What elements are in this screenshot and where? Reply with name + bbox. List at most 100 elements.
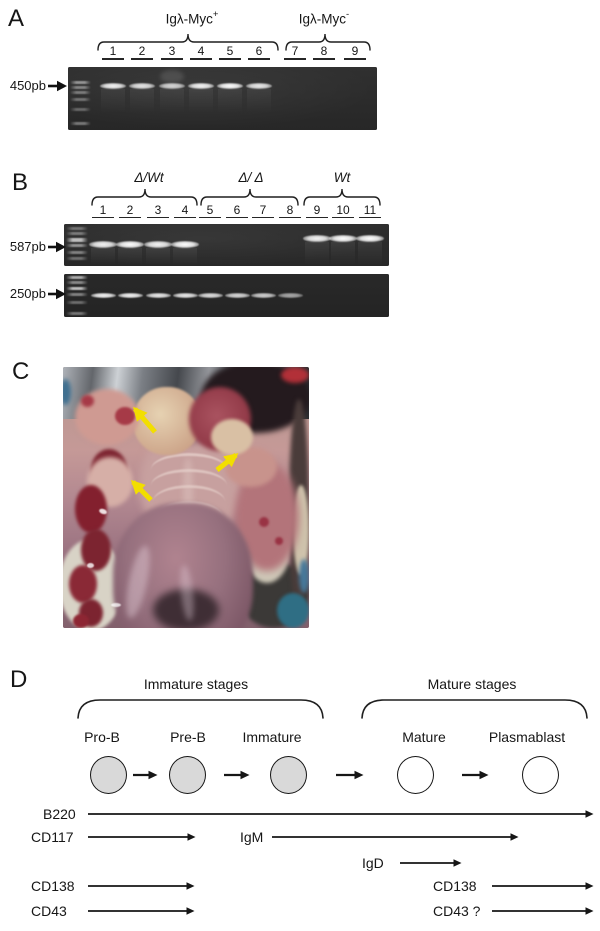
- lane-underline: [119, 216, 141, 219]
- lane-underline: [174, 216, 196, 219]
- group-title-igl-myc-neg: Igλ-Myc-: [264, 9, 384, 27]
- dna-band: [89, 241, 117, 248]
- liver-dark-patch: [153, 589, 219, 628]
- b-cell-open: [521, 756, 559, 794]
- size-marker-450pb: 450pb: [9, 78, 46, 93]
- lane-streak: [91, 248, 115, 265]
- immature-stages-title: Immature stages: [143, 676, 249, 692]
- dna-band: [90, 292, 116, 298]
- lane-number: 11: [363, 203, 377, 217]
- red-nodule: [81, 395, 94, 407]
- dna-band: [145, 292, 171, 298]
- group-title-igl-myc-pos: Igλ-Myc+: [132, 9, 252, 27]
- superscript-minus: -: [346, 9, 350, 20]
- dark-red-mass: [81, 529, 111, 571]
- lane-number: 3: [154, 203, 162, 217]
- gel-sheen: [68, 67, 377, 130]
- lane-underline: [284, 58, 306, 60]
- lane-number: 6: [233, 203, 241, 217]
- dna-band: [172, 292, 198, 298]
- wet-glint: [87, 563, 94, 568]
- lane-underline: [161, 58, 183, 60]
- marker-label-cd138-left: CD138: [31, 878, 75, 894]
- dna-band: [246, 82, 272, 89]
- marker-label-b220: B220: [43, 806, 76, 822]
- lane-underline: [248, 58, 270, 60]
- lane-underline: [252, 216, 274, 219]
- ladder-band: [70, 98, 91, 101]
- lane-streak: [358, 242, 382, 265]
- lane-underline: [190, 58, 212, 60]
- ladder-band: [66, 312, 88, 315]
- lane-streak: [130, 89, 154, 113]
- lane-number: 1: [99, 203, 107, 217]
- dark-red-mass: [69, 565, 97, 603]
- dna-band: [277, 292, 303, 298]
- lane-streak: [160, 89, 184, 113]
- dna-band: [117, 292, 143, 298]
- ladder-band: [66, 251, 88, 254]
- ladder-band: [70, 122, 91, 125]
- lane-streak: [101, 89, 125, 113]
- lane-streak: [305, 242, 329, 265]
- rib-arc: [151, 453, 227, 486]
- b-cell-open: [396, 756, 434, 794]
- group-title-base: Igλ-Myc: [298, 11, 347, 27]
- group-title-delta-delta: Δ/ Δ: [238, 170, 264, 185]
- lane-underline: [226, 216, 248, 219]
- ladder-band: [66, 287, 88, 290]
- stage-label: Pro-B: [84, 729, 120, 745]
- lane-number: 3: [168, 44, 176, 58]
- brace-immature-stages: [77, 699, 324, 719]
- rib-arc: [151, 469, 227, 502]
- mature-stages-title: Mature stages: [427, 676, 517, 692]
- ladder-band: [66, 227, 88, 230]
- lane-streak: [247, 89, 271, 113]
- blue-edge-right: [299, 559, 309, 593]
- lane-underline: [199, 216, 221, 219]
- lane-number: 5: [226, 44, 234, 58]
- lane-streak: [146, 248, 170, 265]
- ladder-band: [66, 293, 88, 296]
- lane-number: 2: [138, 44, 146, 58]
- brace-mature-stages: [361, 699, 588, 719]
- group-title-wt: Wt: [333, 170, 351, 185]
- gel-smear: [160, 70, 184, 83]
- b-cell-filled: [168, 756, 206, 794]
- panel-b-label: B: [12, 169, 29, 196]
- panel-d-label: D: [10, 666, 28, 693]
- lane-number: 10: [336, 203, 350, 217]
- marker-label-cd117: CD117: [31, 829, 74, 845]
- dna-band: [224, 292, 250, 298]
- lane-number: 9: [313, 203, 321, 217]
- red-nodule: [115, 407, 135, 425]
- lane-number: 4: [181, 203, 189, 217]
- b-cell-filled: [269, 756, 307, 794]
- lane-underline: [279, 216, 301, 219]
- size-marker-587pb: 587pb: [9, 239, 46, 254]
- dna-band: [303, 234, 331, 242]
- lane-number: 2: [126, 203, 134, 217]
- panel-a-label: A: [8, 5, 25, 32]
- teal-tray-corner: [277, 593, 309, 628]
- superscript-plus: +: [212, 9, 219, 20]
- ladder-band: [70, 86, 91, 89]
- lane-underline: [359, 216, 381, 219]
- ladder-band: [66, 281, 88, 284]
- lane-number: 7: [259, 203, 267, 217]
- ladder-band: [70, 91, 91, 94]
- tumor-mass-cream-small: [211, 419, 253, 455]
- dissection-photo: [63, 367, 309, 628]
- lane-streak: [331, 242, 355, 265]
- lane-underline: [313, 58, 335, 60]
- ladder-band: [66, 238, 88, 242]
- dna-band: [217, 82, 243, 89]
- red-nodule: [275, 537, 283, 545]
- lane-underline: [306, 216, 328, 219]
- wet-glint: [111, 603, 121, 607]
- marker-label-igd: IgD: [362, 855, 384, 871]
- stage-label: Immature: [242, 729, 302, 745]
- lane-underline: [92, 216, 114, 219]
- group-title-delta-wt: Δ/Wt: [134, 170, 164, 185]
